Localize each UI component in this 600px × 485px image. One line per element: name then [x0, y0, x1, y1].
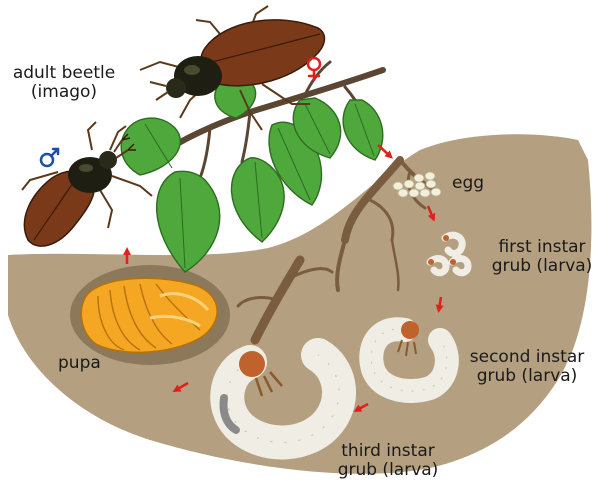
label-second-line1: second instar [469, 347, 585, 367]
label-second-instar: second instar grub (larva) [462, 348, 592, 386]
label-adult-beetle: adult beetle (imago) [0, 64, 128, 102]
label-third-instar: third instar grub (larva) [332, 442, 444, 480]
label-pupa: pupa [58, 353, 101, 373]
third-instar-grub [210, 338, 356, 460]
birch-leaves [120, 77, 384, 273]
label-third-line2: grub (larva) [337, 460, 439, 480]
label-adult-line1: adult beetle [12, 63, 116, 83]
male-beetle [21, 121, 153, 247]
male-symbol-icon [39, 147, 60, 168]
first-instar-grubs [426, 231, 472, 277]
label-third-line1: third instar [341, 441, 435, 461]
lifecycle-arrows [122, 144, 444, 412]
label-first-line1: first instar [498, 237, 586, 257]
label-egg: egg [452, 173, 485, 193]
female-symbol-icon [306, 56, 322, 82]
second-instar-grub [359, 317, 459, 403]
female-beetle [139, 5, 326, 131]
pupa-illustration [80, 277, 218, 354]
egg-cluster [392, 171, 442, 198]
label-first-line2: grub (larva) [491, 256, 593, 276]
label-adult-line2: (imago) [30, 82, 98, 102]
label-second-line2: grub (larva) [476, 366, 578, 386]
label-first-instar: first instar grub (larva) [488, 238, 596, 276]
